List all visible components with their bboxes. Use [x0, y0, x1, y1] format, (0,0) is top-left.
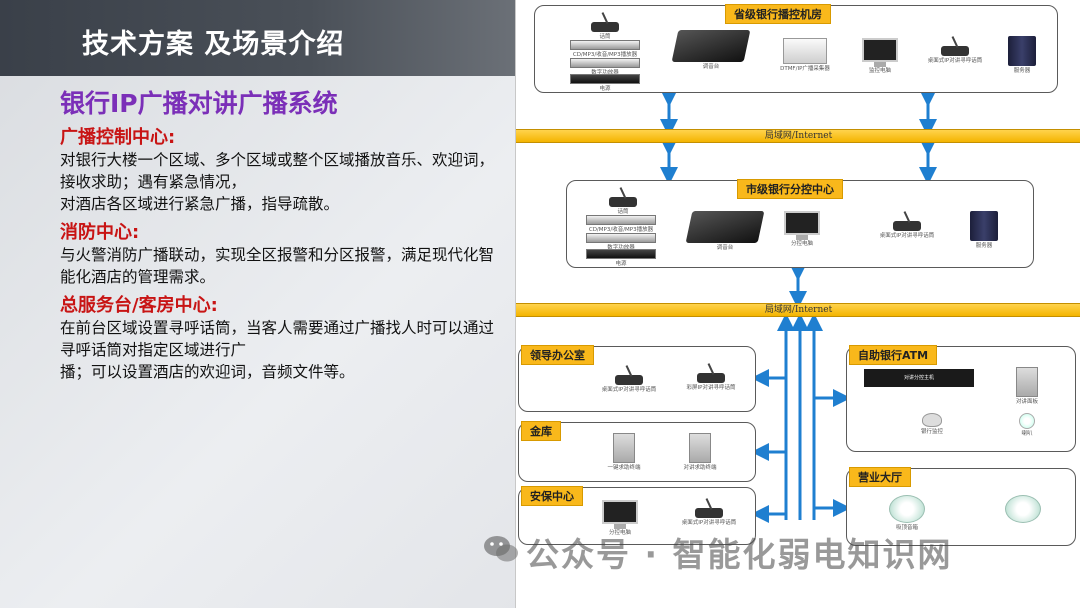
province-power: 电源 [565, 74, 645, 93]
province-ip-paging-mic: 桌面式IP对讲寻呼话筒 [915, 38, 995, 65]
section-body-control-center: 对银行大楼一个区域、多个区域或整个区域播放音乐、欢迎词，接收求助；遇有紧急情况，… [60, 151, 495, 213]
vault-intercom-terminal: 对讲求助终端 [665, 433, 735, 472]
security-control-pc: 分控电脑 [595, 500, 645, 537]
watermark: 公众号 · 智能化弱电知识网 [526, 535, 953, 574]
city-mic: 话筒 [603, 189, 643, 216]
city-ip-paging-mic: 桌面式IP对讲寻呼话筒 [867, 213, 947, 240]
city-cd-player: CD/MP3/收音/MP3播放器 [581, 215, 661, 234]
province-cd-player: CD/MP3/收音/MP3播放器 [565, 40, 645, 59]
leader-color-screen-mic: 彩屏IP对讲寻呼话筒 [671, 365, 751, 392]
city-control-center: 市级银行分控中心 话筒 CD/MP3/收音/MP3播放器 数字功放器 电源 调音… [566, 179, 1034, 268]
section-title-fire-center: 消防中心: [60, 222, 140, 243]
system-diagram: 省级银行播控机房 话筒 CD/MP3/收音/MP3播放器 数字功放器 电源 调音… [515, 0, 1080, 608]
description-pane: 银行IP广播对讲广播系统 广播控制中心: 对银行大楼一个区域、多个区域或整个区域… [60, 84, 505, 383]
hall-label: 营业大厅 [849, 467, 911, 487]
leader-desktop-mic: 桌面式IP对讲寻呼话筒 [589, 357, 669, 394]
atm-intercom-host: 对讲分控主机 [863, 369, 975, 389]
hall-ceiling-speaker-1: 吸顶音箱 [877, 495, 937, 532]
vault-sos-terminal: 一键求助终端 [589, 433, 659, 472]
leader-label: 领导办公室 [521, 345, 594, 365]
atm-camera: 银行监控 [907, 413, 957, 436]
city-mixer: 调音台 [685, 211, 765, 252]
province-control-room: 省级银行播控机房 话筒 CD/MP3/收音/MP3播放器 数字功放器 电源 调音… [534, 4, 1058, 93]
city-server: 服务器 [959, 211, 1009, 250]
section-title-control-center: 广播控制中心: [60, 127, 176, 148]
header-band: 技术方案 及场景介绍 [0, 0, 515, 76]
section-body-fire-center: 与火警消防广播联动，实现全区报警和分区报警，满足现代化智能化酒店的管理需求。 [60, 246, 495, 286]
province-amplifier: 数字功放器 [565, 58, 645, 77]
section-body-front-desk: 在前台区域设置寻呼话筒，当客人需要通过广播找人时可以通过寻呼话筒对指定区域进行广… [60, 319, 495, 381]
security-center: 安保中心 分控电脑 桌面式IP对讲寻呼话筒 [518, 486, 756, 545]
province-mic: 话筒 [585, 14, 625, 41]
hall-ceiling-speaker-2 [993, 495, 1053, 525]
city-label: 市级银行分控中心 [737, 179, 843, 199]
security-ip-paging-mic: 桌面式IP对讲寻呼话筒 [669, 500, 749, 527]
atm-self-service: 自助银行ATM 对讲分控主机 对讲面板 银行监控 喇叭 [846, 345, 1076, 452]
vault-label: 金库 [521, 421, 561, 441]
section-title-front-desk: 总服务台/客房中心: [60, 295, 218, 316]
city-amplifier: 数字功放器 [581, 233, 661, 252]
network-bar-bottom: 局域网/Internet [516, 303, 1080, 317]
city-control-pc: 分控电脑 [777, 211, 827, 248]
business-hall: 营业大厅 吸顶音箱 [846, 467, 1076, 546]
province-mixer: 调音台 [671, 30, 751, 71]
province-monitor-pc: 监控电脑 [855, 38, 905, 75]
province-dtmf-collector: DTMF/IP广播采集器 [770, 38, 840, 73]
province-server: 服务器 [997, 36, 1047, 75]
network-bar-top: 局域网/Internet [516, 129, 1080, 143]
atm-speaker: 喇叭 [997, 413, 1057, 438]
page-title: 技术方案 及场景介绍 [82, 29, 345, 60]
vault: 金库 一键求助终端 对讲求助终端 [518, 421, 756, 482]
leader-office: 领导办公室 桌面式IP对讲寻呼话筒 彩屏IP对讲寻呼话筒 [518, 345, 756, 412]
province-label: 省级银行播控机房 [725, 4, 831, 24]
system-title: 银行IP广播对讲广播系统 [60, 89, 338, 118]
atm-intercom-panel: 对讲面板 [997, 367, 1057, 406]
atm-label: 自助银行ATM [849, 345, 938, 365]
city-power: 电源 [581, 249, 661, 268]
security-label: 安保中心 [521, 486, 583, 506]
wechat-icon [484, 536, 518, 562]
